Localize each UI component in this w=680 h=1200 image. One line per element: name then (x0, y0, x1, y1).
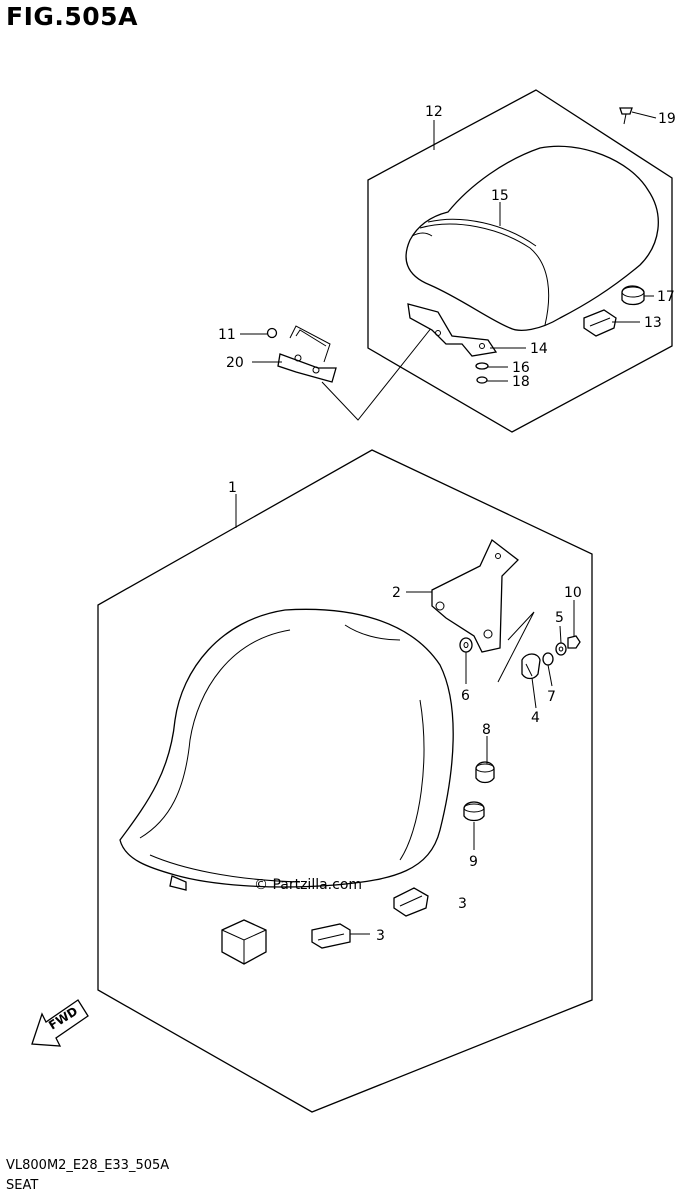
callout-19: 19 (658, 111, 676, 127)
damper-3-lower[interactable] (311, 923, 351, 949)
tool-box[interactable] (221, 919, 267, 965)
damper-8[interactable] (475, 761, 495, 784)
damper-13[interactable] (583, 309, 617, 337)
nut-18[interactable] (476, 376, 488, 384)
callout-14: 14 (530, 341, 548, 357)
callout-16: 16 (512, 360, 530, 376)
washer-16[interactable] (475, 362, 489, 370)
figure-code: VL800M2_E28_E33_505A (6, 1158, 170, 1173)
figure-title: FIG.505A (6, 2, 138, 31)
washer-6[interactable] (459, 637, 473, 653)
callout-13: 13 (644, 315, 662, 331)
callout-11: 11 (218, 327, 236, 343)
fwd-arrow-icon (31, 999, 89, 1047)
callout-12: 12 (425, 104, 443, 120)
damper-9[interactable] (463, 801, 485, 822)
callout-18: 18 (512, 374, 530, 390)
group-outline-1 (97, 449, 593, 1113)
zigzag-leader (497, 611, 535, 683)
callout-9: 9 (469, 854, 478, 870)
watermark: © Partzilla.com (254, 877, 362, 893)
callout-7: 7 (547, 689, 556, 705)
callout-15: 15 (491, 188, 509, 204)
hook-4[interactable] (521, 653, 541, 680)
bracket-20[interactable] (277, 325, 337, 383)
bracket-2[interactable] (431, 538, 519, 653)
bolt-19[interactable] (619, 107, 633, 125)
bracket-14[interactable] (407, 303, 498, 357)
damper-17[interactable] (621, 285, 645, 306)
callout-6: 6 (461, 688, 470, 704)
callout-2: 2 (392, 585, 401, 601)
callout-20: 20 (226, 355, 244, 371)
callout-5: 5 (555, 610, 564, 626)
callout-8: 8 (482, 722, 491, 738)
bolt-11[interactable] (266, 327, 278, 339)
passenger-seat[interactable] (405, 145, 659, 331)
damper-3-upper[interactable] (393, 887, 429, 917)
callout-10: 10 (564, 585, 582, 601)
callout-3b: 3 (376, 928, 385, 944)
figure-name: SEAT (6, 1178, 39, 1193)
connector-line (321, 321, 437, 421)
callout-3a: 3 (458, 896, 467, 912)
group-outline-12 (367, 89, 673, 433)
nut-10[interactable] (567, 635, 581, 649)
washer-5[interactable] (555, 642, 567, 656)
rider-seat[interactable] (119, 608, 454, 891)
collar-7[interactable] (542, 652, 554, 666)
callout-1: 1 (228, 480, 237, 496)
callout-4: 4 (531, 710, 540, 726)
callout-17: 17 (657, 289, 675, 305)
leader-lines (235, 111, 657, 935)
